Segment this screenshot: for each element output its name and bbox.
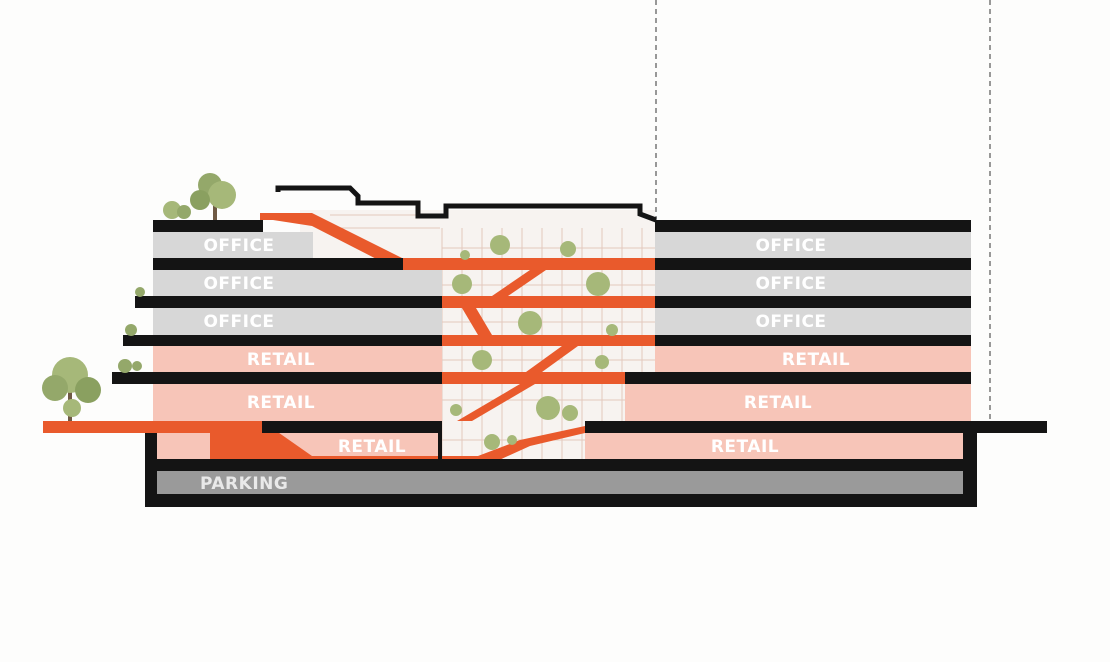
labels: OFFICE OFFICE OFFICE OFFICE OFFICE OFFIC… — [200, 236, 850, 494]
label-office-right-1: OFFICE — [755, 236, 826, 256]
slab-level-2-right — [655, 258, 971, 270]
basement-wall-right — [963, 433, 977, 507]
structure — [112, 185, 1047, 507]
label-office-left-2: OFFICE — [203, 274, 274, 294]
ground-ramp — [43, 421, 585, 466]
retail-band-left-2 — [153, 384, 442, 421]
tree-ground-left — [42, 357, 101, 421]
stair-2 — [462, 308, 492, 335]
label-retail-left-2: RETAIL — [247, 393, 315, 413]
slab-basement — [153, 459, 971, 471]
circulation — [43, 213, 655, 466]
label-retail-right-2: RETAIL — [744, 393, 812, 413]
roof-profile — [275, 185, 657, 223]
basement-wall-left — [145, 433, 157, 507]
slab-level-5-right — [625, 372, 971, 384]
bridge-level-4 — [442, 372, 625, 384]
slab-level-5-left — [112, 372, 442, 384]
office-band-left-3 — [153, 308, 442, 335]
property-lines — [655, 0, 991, 420]
slab-ground-right — [585, 421, 1047, 433]
slab-level-2-left — [153, 258, 403, 270]
slab-level-3-left — [135, 296, 442, 308]
foundation-slab — [145, 494, 977, 507]
label-office-right-3: OFFICE — [755, 312, 826, 332]
roof-slab-left — [153, 220, 263, 232]
retail-band-right-3 — [585, 433, 963, 459]
bridge-level-3 — [442, 335, 655, 346]
label-retail-left-3: RETAIL — [338, 437, 406, 457]
slab-level-4-right — [655, 335, 971, 346]
office-band-right-2 — [655, 270, 971, 296]
parking-band — [157, 471, 963, 494]
label-retail-left-1: RETAIL — [247, 350, 315, 370]
stair-4 — [457, 384, 535, 421]
roof-slab-right — [655, 220, 971, 232]
rooftop-deck — [260, 213, 312, 220]
stair-3 — [526, 346, 578, 372]
shrubs-terraces — [118, 287, 145, 373]
label-office-left-3: OFFICE — [203, 312, 274, 332]
office-band-right-3 — [655, 308, 971, 335]
label-retail-right-3: RETAIL — [711, 437, 779, 457]
office-band-left-2 — [153, 270, 442, 296]
bridge-level-2 — [442, 296, 655, 308]
retail-band-right-1 — [655, 346, 971, 372]
atrium-plants — [450, 235, 618, 450]
atrium-edge-left-5 — [438, 433, 442, 459]
label-office-left-1: OFFICE — [203, 236, 274, 256]
office-zones — [153, 232, 971, 335]
tree-roof-left — [163, 173, 236, 220]
office-band-right-1 — [655, 232, 971, 258]
trees — [42, 173, 618, 450]
retail-zones — [153, 346, 971, 459]
label-retail-right-1: RETAIL — [782, 350, 850, 370]
slab-ground-left — [262, 421, 442, 433]
label-office-right-2: OFFICE — [755, 274, 826, 294]
slab-level-4-left — [123, 335, 442, 346]
label-parking: PARKING — [200, 474, 288, 494]
office-band-left-1 — [153, 232, 313, 258]
stair-1 — [492, 270, 546, 296]
retail-band-left-1 — [153, 346, 442, 372]
retail-band-right-2 — [625, 384, 971, 421]
slab-level-3-right — [655, 296, 971, 308]
